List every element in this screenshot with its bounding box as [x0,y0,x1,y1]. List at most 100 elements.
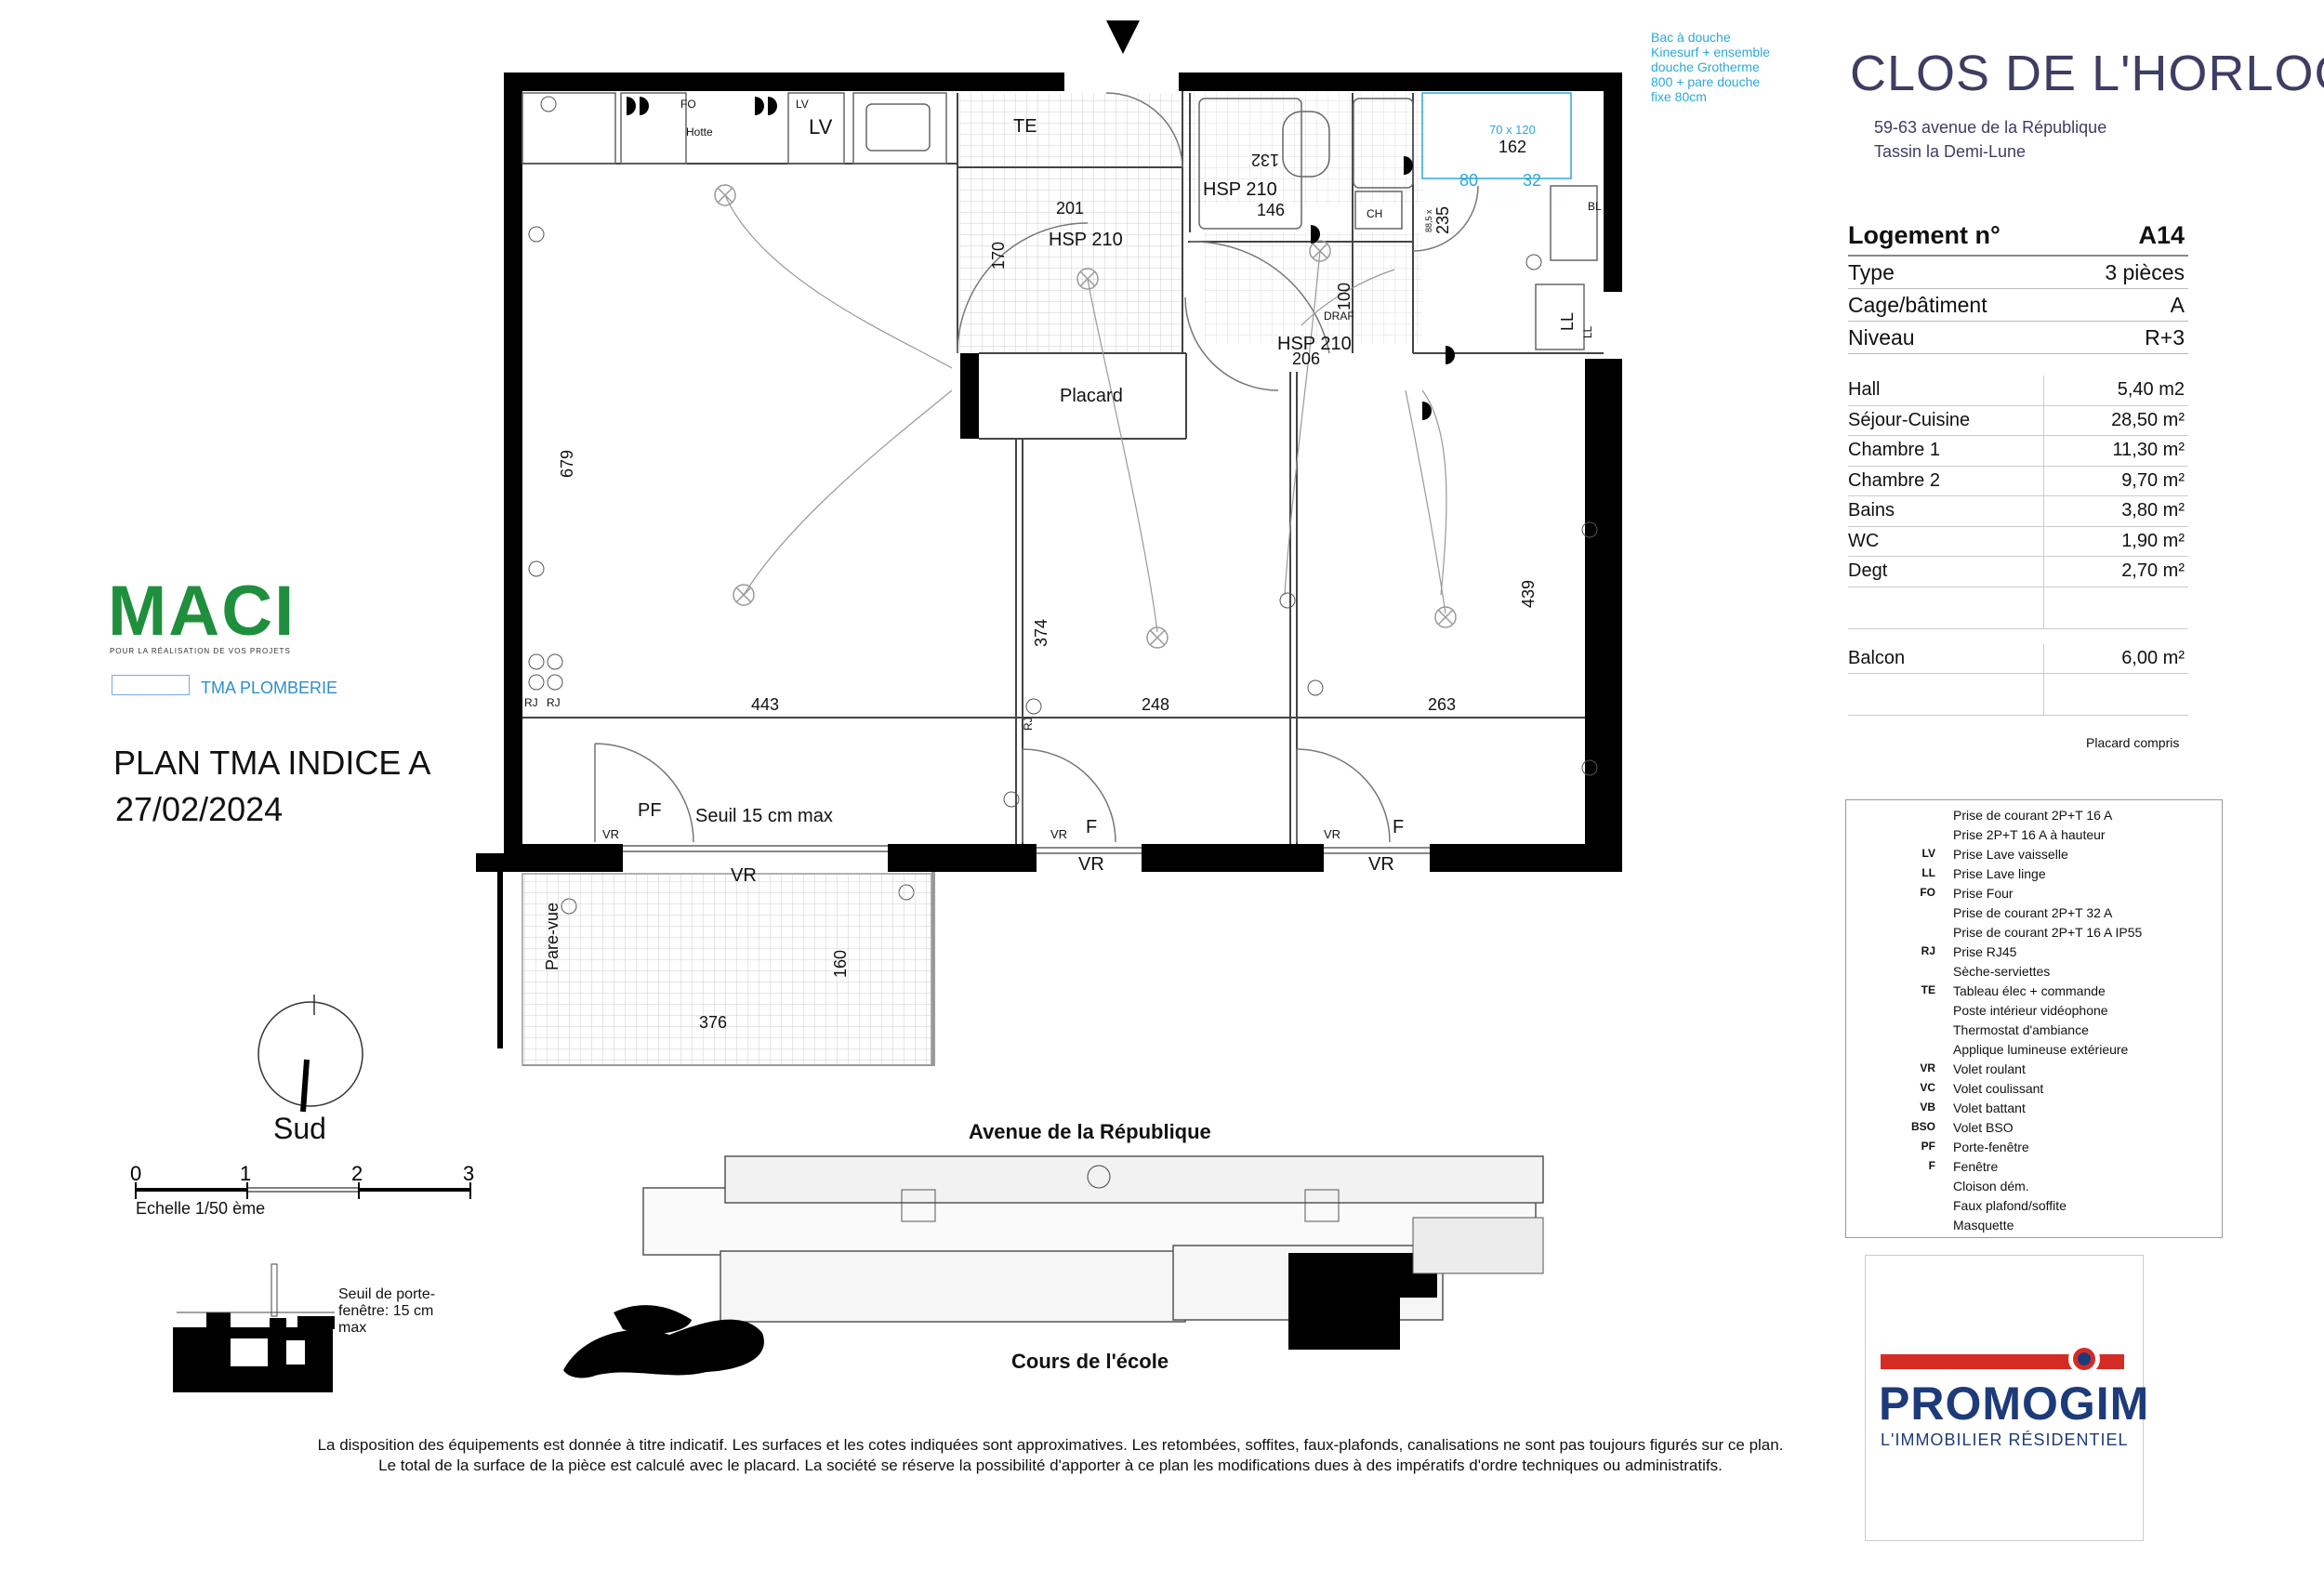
legend-symbol: LV [1921,847,1935,860]
legend-symbol: PF [1921,1140,1935,1153]
tma-label: TMA PLOMBERIE [201,679,338,697]
legend-symbol: BSO [1910,1120,1935,1133]
legend-label: Prise de courant 2P+T 32 A [1953,905,2113,920]
label-vr2: VR [1050,827,1067,841]
label-fo: FO [680,98,696,111]
legend-item: Masquette [1846,1218,2218,1236]
legend-item: Poste intérieur vidéophone [1846,1003,2218,1022]
high-outlets [627,97,1455,420]
label-lv-kitchen: LV [809,115,833,138]
label-hsp-degt: HSP 210 [1277,334,1352,354]
promogim-logo: PROMOGIM L'IMMOBILIER RÉSIDENTIEL [1865,1255,2148,1541]
promogim-red-bar [1881,1354,2124,1369]
label-f2: F [1393,817,1404,837]
legend-label: Volet battant [1953,1101,2026,1115]
dim-439: 439 [1519,580,1538,608]
surface-blank-row [1848,674,2188,716]
label-hsp-hall: HSP 210 [1049,230,1123,250]
surface-label: WC [1848,530,1880,551]
legend-symbol: FO [1920,886,1935,899]
surface-value: 2,70 m² [2043,557,2188,587]
legend-item: Faux plafond/soffite [1846,1198,2218,1217]
label-te: TE [1013,116,1037,137]
legend-label: Applique lumineuse extérieure [1953,1042,2129,1057]
label-ll: LL [1558,312,1577,331]
label-rj2: RJ [547,696,561,709]
label-lv-small: LV [796,98,809,111]
label-bl: BL [1588,200,1602,213]
hatched-ceiling-hall [959,93,1182,353]
dim-132: 132 [1251,151,1279,169]
legend-label: Prise 2P+T 16 A à hauteur [1953,827,2106,842]
legend-item: Prise de courant 2P+T 16 A [1846,808,2218,826]
label-draf: DRAF [1324,310,1354,323]
legend-item: Prise de courant 2P+T 16 A IP55 [1846,925,2218,943]
ceiling-lights [714,184,1457,649]
dim-376: 376 [699,1013,727,1032]
legend-symbol: RJ [1921,944,1935,957]
kitchen-counter [522,92,947,165]
label-pf: PF [638,800,662,821]
dim-201: 201 [1056,199,1084,218]
label-hotte: Hotte [686,125,713,138]
address-line-1: 59-63 avenue de la République [1874,118,2107,137]
legend-symbol: VC [1920,1081,1935,1094]
legend-label: Prise de courant 2P+T 16 A [1953,808,2113,823]
unit-header-value: A14 [2138,220,2185,249]
dim-206: 206 [1292,349,1320,368]
maci-logo: MACI [108,572,297,651]
dim-80: 80 [1459,171,1478,190]
unit-row: Niveau R+3 [1848,322,2188,354]
unit-row: Cage/bâtiment A [1848,289,2188,322]
surface-value: 3,80 m² [2043,496,2188,526]
legend-label: Poste intérieur vidéophone [1953,1003,2108,1018]
surface-label: Bains [1848,500,1895,521]
label-shower-dim: 70 x 120 [1489,123,1536,137]
dim-263: 263 [1428,695,1456,714]
legend-label: Prise Lave vaisselle [1953,847,2068,862]
site-top-label: Avenue de la République [969,1120,1211,1143]
legend-symbol: TE [1921,983,1935,996]
dim-88: 88,5 x [1424,209,1433,232]
hatched-ceiling-degt2 [1204,232,1422,344]
label-pare-vue: Pare-vue [543,903,561,970]
legend-label: Prise Four [1953,886,2014,901]
surface-value: 5,40 m2 [2043,376,2188,405]
surface-label: Chambre 1 [1848,440,1940,461]
surface-value: 1,90 m² [2043,526,2188,556]
plan-title: PLAN TMA INDICE A [113,744,431,782]
scale-label: Echelle 1/50 ème [136,1199,266,1218]
unit-row-label: Niveau [1848,324,1915,349]
dim-679: 679 [558,450,576,478]
label-vr4: VR [731,865,757,886]
balcon-value: 6,00 m² [2043,643,2188,673]
legend-label: Thermostat d'ambiance [1953,1022,2089,1037]
project-address: 59-63 avenue de la République Tassin la … [1874,115,2106,164]
entrance-arrow [1106,20,1140,54]
threshold-detail [173,1263,335,1392]
legend-symbol: F [1928,1159,1935,1172]
unit-header-label: Logement n° [1848,220,2000,249]
legend-label: Faux plafond/soffite [1953,1198,2067,1213]
unit-row: Type 3 pièces [1848,257,2188,289]
label-rj3: RJ [1022,717,1035,731]
unit-header-row: Logement n° A14 [1848,216,2188,257]
label-vr6: VR [1368,854,1394,875]
dim-170: 170 [989,242,1008,270]
legend-item: LV Prise Lave vaisselle [1846,847,2218,865]
label-ch: CH [1367,207,1382,220]
unit-row-value: 3 pièces [2105,259,2185,284]
site-bottom-label: Cours de l'école [1011,1350,1169,1373]
surface-label: Chambre 2 [1848,469,1940,491]
legend-label: Porte-fenêtre [1953,1140,2029,1154]
label-hsp-bath: HSP 210 [1203,179,1277,200]
